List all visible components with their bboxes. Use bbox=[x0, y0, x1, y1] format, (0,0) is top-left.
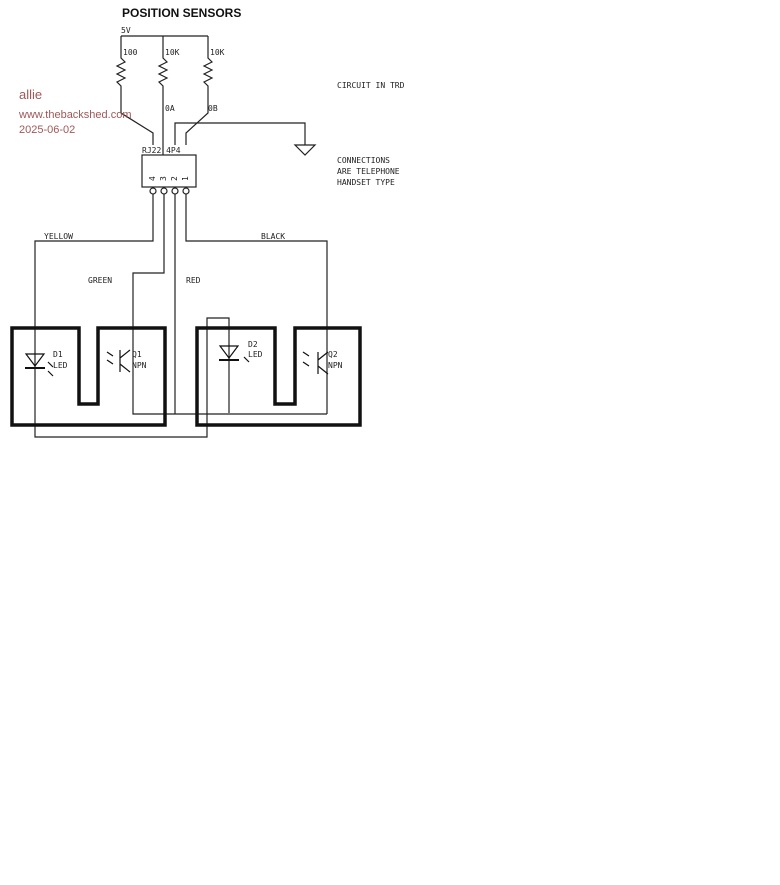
wire-label: GREEN bbox=[88, 276, 112, 285]
ground-symbol bbox=[293, 144, 317, 156]
phototransistor-q2-icon bbox=[302, 351, 329, 375]
component-ref: Q2 bbox=[328, 350, 338, 359]
led-d2-icon bbox=[218, 345, 250, 363]
sensor-housings bbox=[10, 326, 362, 427]
phototransistor-q1-icon bbox=[106, 349, 131, 373]
component-ref: Q1 bbox=[132, 350, 142, 359]
pin-label: 2 bbox=[170, 176, 179, 181]
connector-label: RJ22 4P4 bbox=[142, 146, 181, 155]
component-ref: D1 bbox=[53, 350, 63, 359]
wire-label: BLACK bbox=[261, 232, 285, 241]
led-d1-icon bbox=[24, 353, 54, 377]
watermark-site: www.thebackshed.com bbox=[19, 109, 132, 121]
wire-label: RED bbox=[186, 276, 201, 285]
component-type: NPN bbox=[328, 361, 343, 370]
connections-note: HANDSET TYPE bbox=[337, 178, 395, 187]
pin-label: 4 bbox=[148, 176, 157, 181]
resistor-label: 10K bbox=[165, 48, 180, 57]
net-label: 0A bbox=[165, 104, 175, 113]
component-symbols bbox=[24, 345, 329, 377]
net-label: 0B bbox=[208, 104, 218, 113]
pin-label: 3 bbox=[159, 176, 168, 181]
connections-note: ARE TELEPHONE bbox=[337, 167, 400, 176]
resistor-r2 bbox=[157, 36, 169, 155]
supply-label: 5V bbox=[121, 26, 131, 35]
diagram-title: POSITION SENSORS bbox=[122, 6, 241, 20]
sensor-housing-1 bbox=[10, 326, 167, 427]
component-type: LED bbox=[53, 361, 68, 370]
wire-label: YELLOW bbox=[44, 232, 73, 241]
pin-label: 1 bbox=[181, 176, 190, 181]
connector-body bbox=[141, 154, 197, 188]
resistor-label: 100 bbox=[123, 48, 138, 57]
sensor-housing-2 bbox=[195, 326, 362, 427]
watermark-user: allie bbox=[19, 87, 43, 102]
watermark-date: 2025-06-02 bbox=[19, 124, 76, 136]
resistor-label: 10K bbox=[210, 48, 225, 57]
component-type: NPN bbox=[132, 361, 147, 370]
resistor-r3 bbox=[185, 36, 214, 145]
circuit-note: CIRCUIT IN TRD bbox=[337, 81, 405, 90]
component-ref: D2 bbox=[248, 340, 258, 349]
component-type: LED bbox=[248, 350, 263, 359]
resistor-r1 bbox=[115, 36, 154, 145]
connections-note: CONNECTIONS bbox=[337, 156, 390, 165]
